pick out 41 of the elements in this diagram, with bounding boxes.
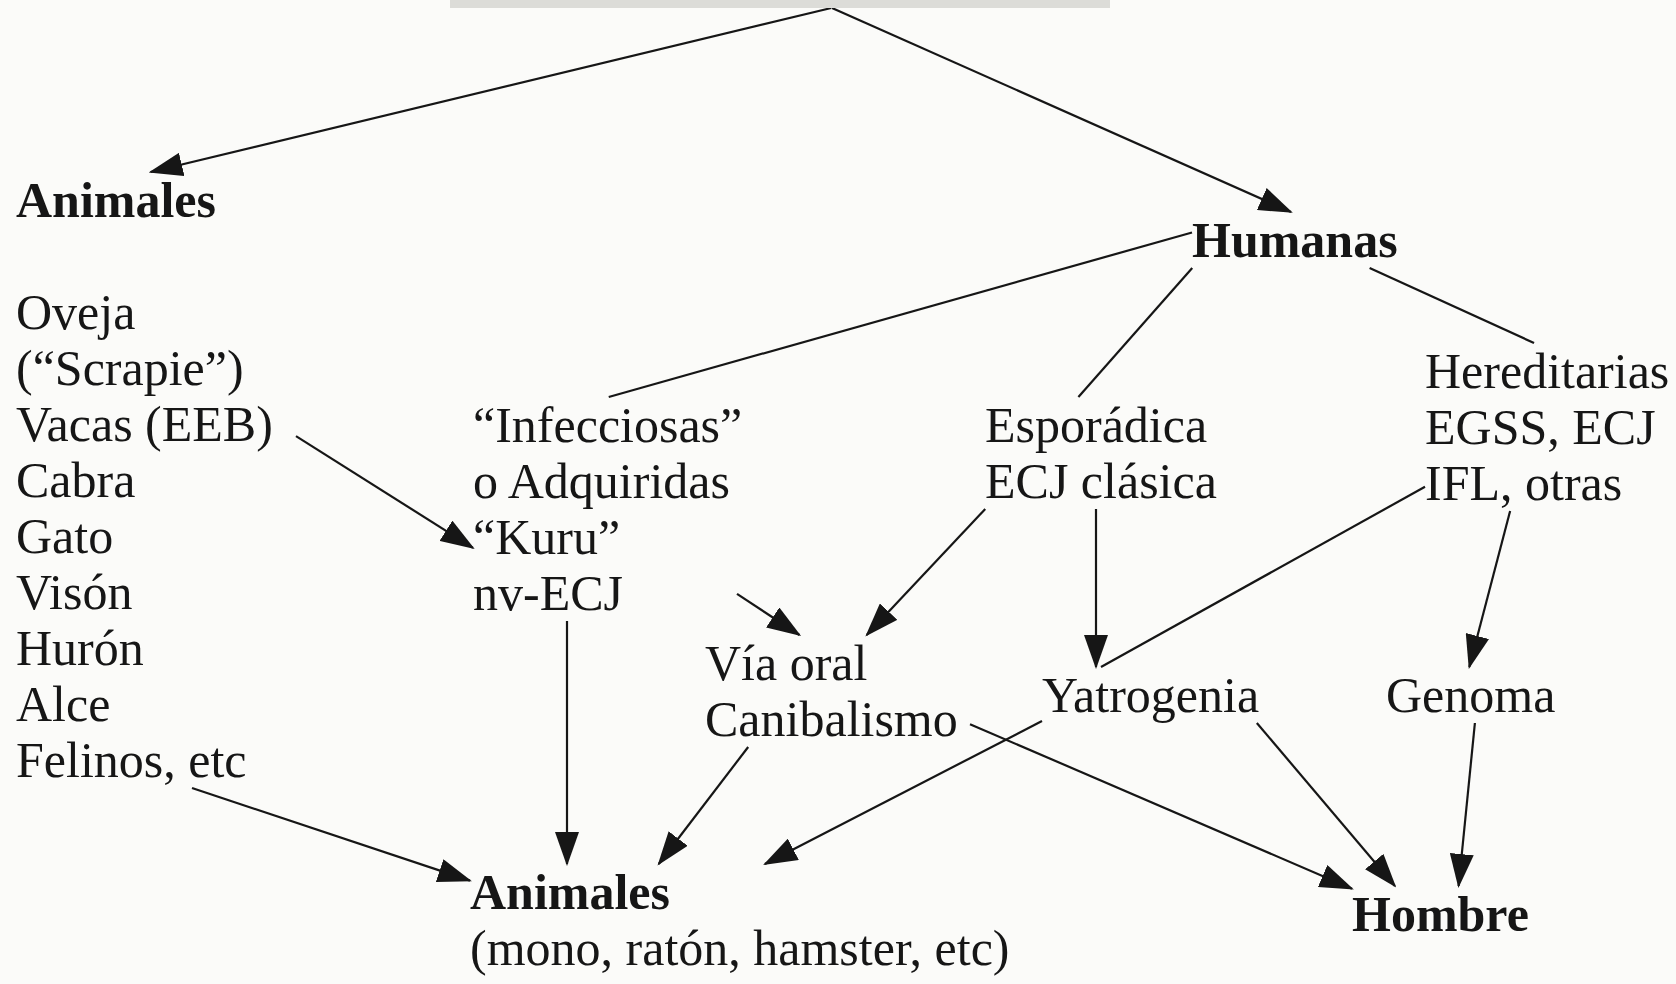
arrow — [191, 786, 472, 882]
arrow — [1449, 722, 1476, 888]
arrow — [555, 621, 579, 866]
node-label: Vacas (EEB) — [16, 396, 274, 452]
category-heading: Humanas — [1192, 212, 1398, 268]
arrow — [657, 746, 750, 866]
node-label: Hurón — [16, 620, 145, 676]
arrow — [763, 720, 1043, 865]
node-label: Hereditarias — [1425, 343, 1670, 399]
connector-line — [1077, 267, 1194, 398]
arrow — [736, 592, 802, 637]
node-label: IFL, otras — [1425, 455, 1624, 511]
node-label: “Kuru” — [473, 509, 622, 565]
arrow — [865, 508, 987, 637]
connector-line — [608, 231, 1193, 399]
node-label: nv-ECJ — [473, 565, 624, 621]
connector-line — [1369, 267, 1535, 344]
node-label: (mono, ratón, hamster, etc) — [470, 920, 1010, 976]
node-label: Genoma — [1386, 667, 1556, 723]
cut-off-text-strip — [450, 0, 1110, 8]
connector-line — [1100, 485, 1426, 668]
arrow — [1465, 510, 1512, 669]
category-heading: Hombre — [1352, 886, 1529, 942]
arrow — [295, 435, 475, 549]
arrow — [148, 6, 832, 177]
category-heading: Animales — [16, 172, 216, 228]
node-label: Visón — [16, 564, 134, 620]
arrow — [969, 723, 1354, 890]
node-label: Cabra — [16, 452, 137, 508]
node-label: Esporádica ECJ clásica — [985, 397, 1230, 509]
node-label: Vía oral Canibalismo — [705, 635, 970, 747]
node-label: Gato — [16, 508, 115, 564]
node-label: Felinos, etc — [16, 732, 248, 788]
node-label: Oveja (“Scrapie”) — [16, 284, 245, 396]
arrow — [1084, 509, 1108, 669]
category-heading: Animales — [470, 864, 671, 920]
arrow — [1256, 722, 1397, 888]
arrow — [831, 7, 1293, 213]
node-label: Alce — [16, 676, 112, 732]
node-label: Yatrogenia — [1042, 667, 1260, 723]
node-label: EGSS, ECJ — [1425, 399, 1657, 455]
